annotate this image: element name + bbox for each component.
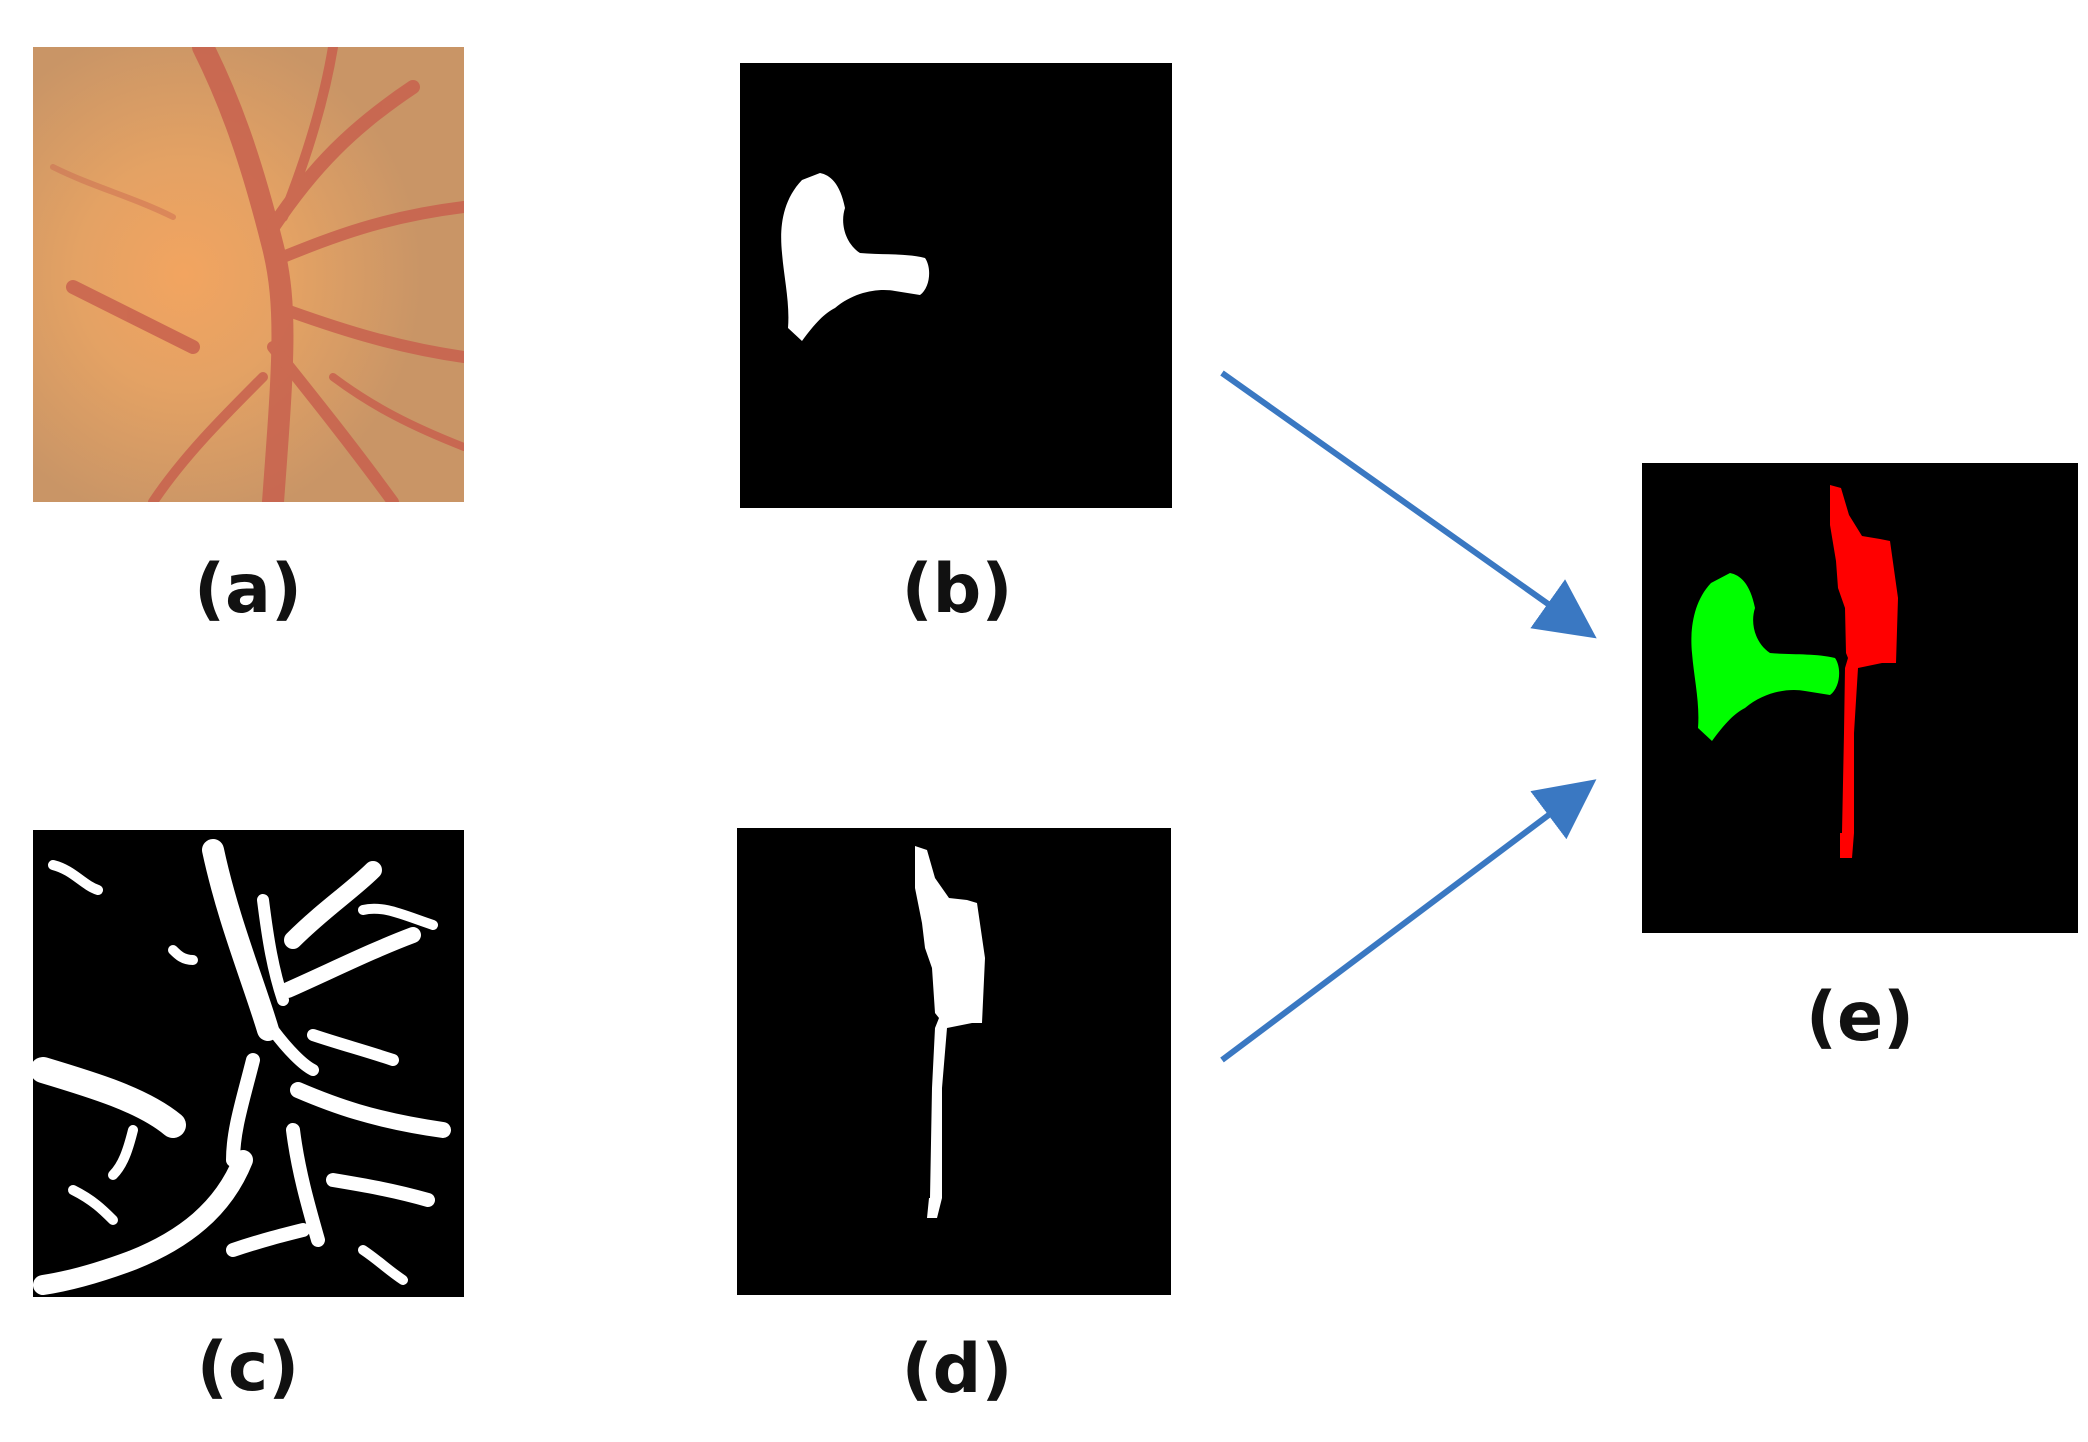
vessel-trunk-shape: [915, 846, 985, 1218]
optic-disc-mask: [740, 63, 1172, 508]
arrow-d-to-e: [1220, 779, 1597, 1063]
combined-overlay-panel: [1642, 463, 2078, 933]
fundus-image: [33, 47, 464, 502]
fundus-image-panel: [33, 47, 464, 502]
vessel-trunk-mask-panel: [737, 828, 1171, 1295]
optic-disc-mask-panel: [740, 63, 1172, 508]
vessel-trunk-mask: [737, 828, 1171, 1295]
caption-d: (d): [901, 1330, 1013, 1409]
vessel-overlay-shape: [1830, 485, 1898, 858]
caption-b: (b): [901, 550, 1013, 629]
vessel-mask-panel: [33, 830, 464, 1297]
optic-disc-shape: [781, 173, 930, 341]
caption-c: (c): [196, 1328, 300, 1407]
optic-disc-overlay-shape: [1691, 573, 1840, 741]
caption-a: (a): [193, 550, 303, 629]
arrow-b-to-e: [1220, 370, 1597, 639]
combined-overlay: [1642, 463, 2078, 933]
vessel-mask: [33, 830, 464, 1297]
caption-e: (e): [1805, 978, 1915, 1057]
